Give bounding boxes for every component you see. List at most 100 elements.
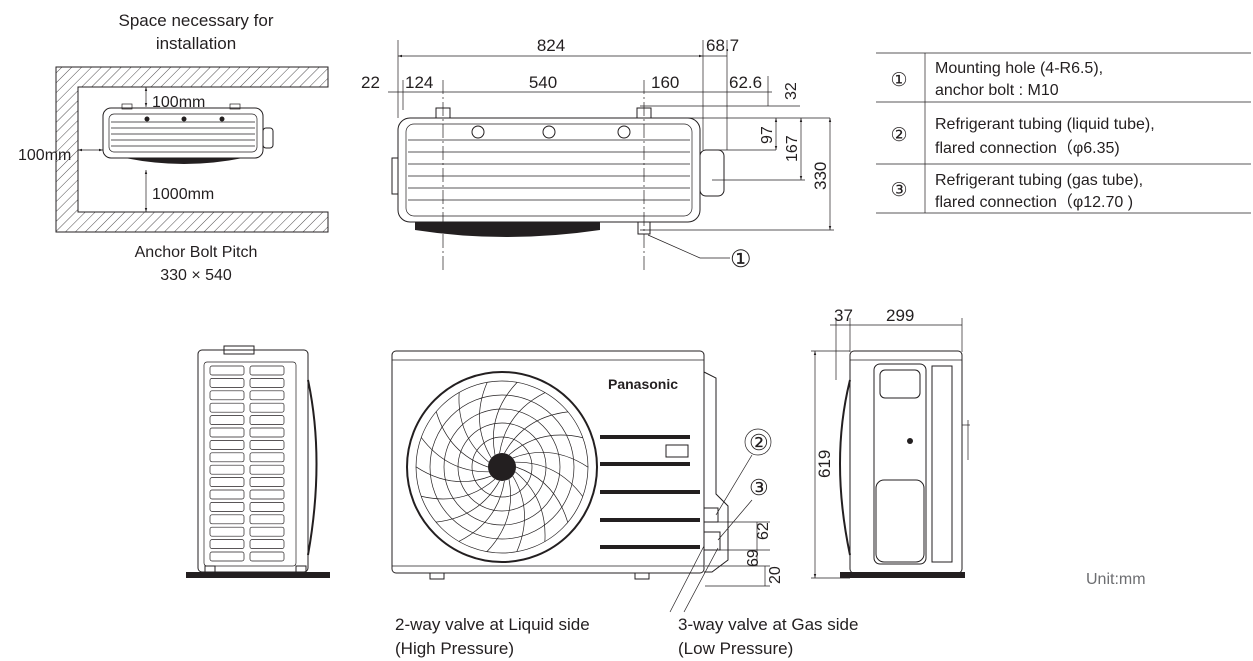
top-screw	[471, 125, 485, 139]
top-screw	[617, 125, 631, 139]
legend-3-line1: Refrigerant tubing (gas tube),	[935, 172, 1143, 189]
gas-valve	[703, 531, 721, 551]
side-slat	[209, 539, 245, 549]
front-label-plate	[665, 444, 689, 458]
dim-160-label: 160	[651, 73, 679, 92]
dim-69-label: 69	[745, 549, 762, 567]
legend-1-num: ①	[890, 70, 907, 91]
legend-2-line1: Refrigerant tubing (liquid tube),	[935, 116, 1155, 133]
callout-2: ②	[749, 430, 769, 455]
fan-grille-outer	[406, 371, 598, 563]
top-valve-block	[699, 149, 725, 197]
side-slat	[209, 390, 245, 401]
dim-124-label: 124	[405, 73, 433, 92]
side-slat	[209, 440, 245, 450]
fan-ring	[471, 436, 533, 498]
legend-1-line1: Mounting hole (4-R6.5),	[935, 60, 1103, 77]
legend-3-num: ③	[890, 180, 907, 201]
side-slat	[249, 390, 285, 401]
left-fan-guard	[307, 379, 318, 556]
unit-label: Unit:mm	[1086, 571, 1146, 588]
installation-unit-inner	[108, 113, 258, 153]
side-slat	[249, 514, 285, 525]
side-slat	[249, 464, 285, 475]
side-slat	[209, 452, 245, 463]
bottom-handle	[875, 479, 925, 563]
dim-330-label: 330	[811, 162, 830, 190]
fan-blade	[435, 480, 500, 523]
side-slat	[249, 452, 285, 463]
fan-blade	[514, 471, 546, 542]
side-rail	[931, 365, 953, 563]
wall-hatch	[55, 66, 329, 233]
side-slat	[209, 402, 245, 413]
valve-cover	[703, 371, 729, 573]
side-slat	[209, 415, 245, 425]
fan-blade	[515, 461, 584, 497]
installation-title-line1: Space necessary for	[119, 11, 274, 30]
side-slat	[249, 378, 285, 388]
dim-37-label: 37	[834, 306, 853, 325]
dim-22-label: 22	[361, 73, 380, 92]
callout-1: ①	[730, 246, 752, 273]
installation-valve	[262, 127, 274, 149]
side-slat	[209, 526, 245, 537]
dim-62.6-label: 62.6	[729, 73, 762, 92]
brand-logo: Panasonic	[608, 376, 678, 392]
side-slat	[209, 365, 245, 376]
liquid-valve-label-line1: 2-way valve at Liquid side	[395, 615, 590, 634]
side-slat	[209, 427, 245, 438]
fan-hub	[488, 453, 516, 481]
right-fan-guard	[839, 379, 851, 556]
legend-1-line2: anchor bolt : M10	[935, 82, 1059, 99]
side-slat	[249, 477, 285, 487]
fan-blade	[458, 392, 490, 463]
fan-blade	[499, 392, 546, 454]
unit-screw	[219, 116, 225, 122]
legend-2-num: ②	[890, 125, 907, 146]
legend-3-line2: flared connection（φ12.70 )	[935, 193, 1133, 211]
dim-167-label: 167	[784, 135, 801, 162]
fan-blade	[486, 479, 511, 552]
gas-valve-label-line2: (Low Pressure)	[678, 639, 793, 658]
fan-blade	[420, 437, 489, 473]
dim-68.7-label: 68.7	[706, 36, 739, 55]
side-slat	[249, 365, 285, 376]
left-body	[197, 349, 309, 573]
side-slat	[209, 551, 245, 562]
liquid-valve-label-line2: (High Pressure)	[395, 639, 514, 658]
front-body	[391, 350, 705, 574]
top-fan-grill	[415, 222, 600, 237]
dim-619-label: 619	[815, 450, 834, 478]
side-slat	[209, 378, 245, 388]
clear-top-label: 100mm	[152, 94, 205, 111]
dim-62-label: 62	[755, 522, 772, 540]
callout-3: ③	[749, 475, 769, 500]
fan-blade	[493, 382, 518, 455]
installation-space-diagram: Space necessary for installation 100mm 1…	[18, 11, 329, 284]
side-slat	[249, 502, 285, 512]
legend-table: ① Mounting hole (4-R6.5), anchor bolt : …	[876, 52, 1251, 214]
top-handle	[879, 369, 921, 399]
side-slat	[249, 402, 285, 413]
side-slat	[249, 415, 285, 425]
fan-ring	[443, 408, 561, 526]
top-screw	[542, 125, 556, 139]
fan-blade	[504, 411, 569, 454]
dim-32-label: 32	[783, 82, 800, 100]
side-slat	[209, 502, 245, 512]
fan-ring	[457, 422, 547, 512]
anchor-bolt-value: 330 × 540	[160, 267, 232, 284]
side-slat	[249, 539, 285, 549]
right-body	[849, 350, 963, 574]
unit-screw	[181, 116, 187, 122]
side-slat	[249, 551, 285, 562]
fan-blade	[415, 466, 492, 483]
fan-ring	[429, 394, 575, 540]
side-slat	[209, 464, 245, 475]
fan-blade	[515, 466, 569, 523]
left-side-view	[186, 345, 330, 578]
unit-screw	[144, 116, 150, 122]
front-view: Panasonic ② ③ 62 69 20	[391, 350, 858, 658]
